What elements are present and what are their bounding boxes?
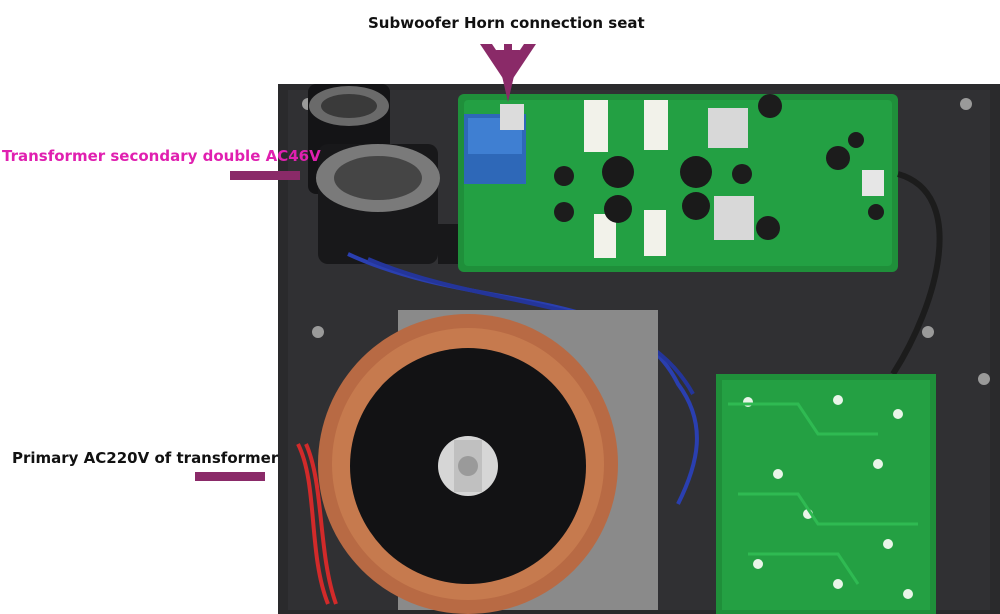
secondary-pcb xyxy=(716,374,936,614)
amplifier-photo xyxy=(278,84,1000,614)
secondary-marker-bar xyxy=(230,171,300,180)
transformer-secondary-label: Transformer secondary double AC46V xyxy=(2,147,321,165)
down-arrow-icon xyxy=(480,44,536,102)
subwoofer-horn-label: Subwoofer Horn connection seat xyxy=(368,14,645,32)
toroidal-transformer xyxy=(318,310,658,614)
primary-marker-bar xyxy=(195,472,265,481)
amplifier-pcb xyxy=(458,94,898,272)
filter-capacitors xyxy=(308,84,468,264)
transformer-primary-label: Primary AC220V of transformer xyxy=(12,449,279,467)
